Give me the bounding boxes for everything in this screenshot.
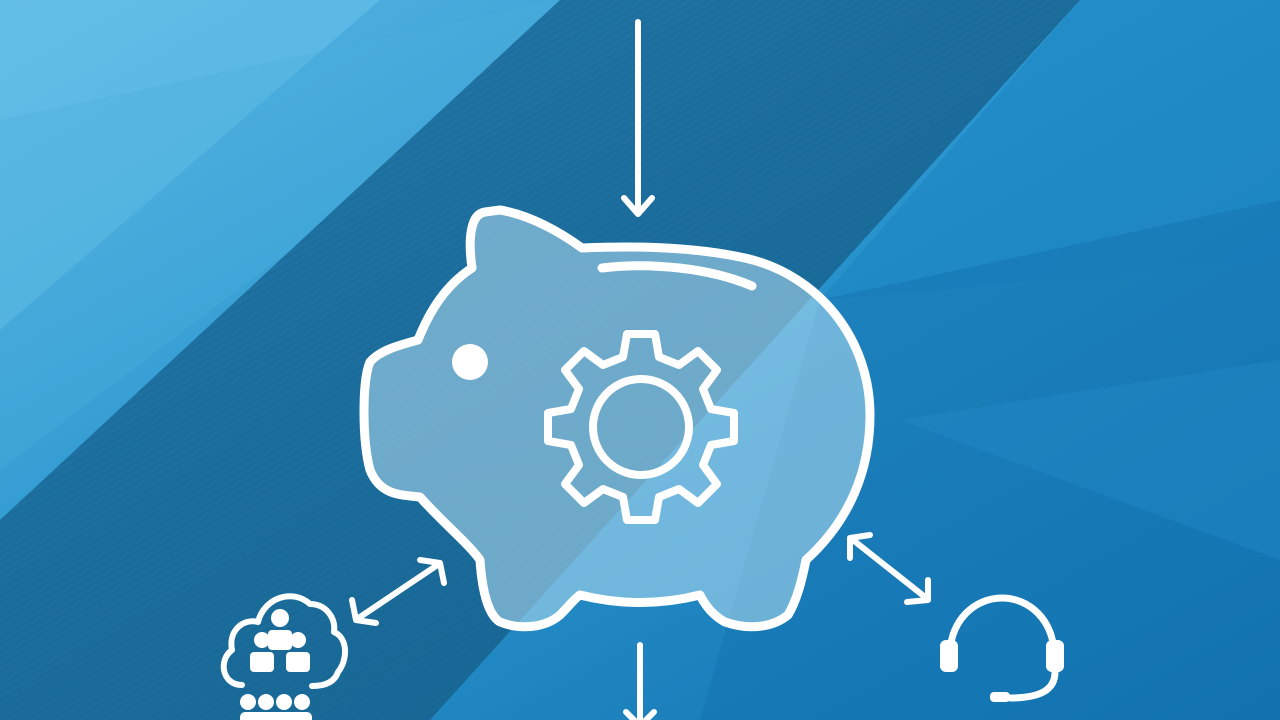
gear-icon — [544, 330, 738, 524]
piggy-bank-icon — [359, 205, 875, 632]
arrow-down-icon — [623, 642, 657, 720]
headset-icon — [940, 594, 1064, 702]
cloud-people-icon — [220, 593, 348, 720]
arrow-double-icon — [349, 557, 447, 626]
arrow-double-icon — [847, 532, 931, 605]
arrow-down-icon — [621, 19, 655, 217]
